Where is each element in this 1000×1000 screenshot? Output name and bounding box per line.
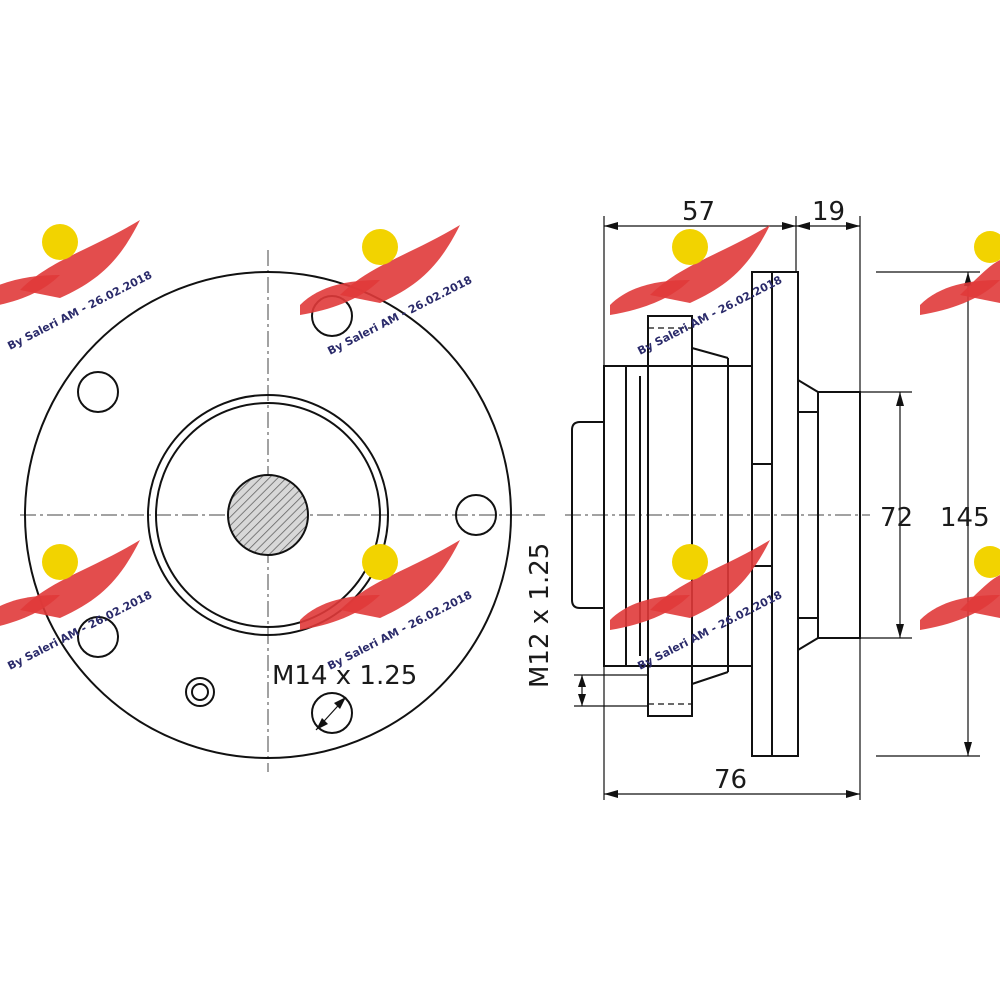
bolt-thread-label: M12 x 1.25: [525, 543, 555, 688]
watermark-4: By Saleri AM - 26.02.2018: [0, 540, 154, 673]
wheel-flange: [751, 271, 799, 757]
dimension-145: 145: [940, 503, 990, 533]
hub-shoulder-inner: [155, 402, 381, 628]
watermark-6: By Saleri AM - 26.02.2018: [610, 540, 784, 673]
watermark-edge-1: [920, 231, 1000, 315]
dimension-19: 19: [812, 197, 845, 227]
dimension-72: 72: [880, 503, 913, 533]
bearing-cap: [571, 421, 604, 609]
badge-logo: [42, 224, 78, 260]
bolt-hole-5: [311, 692, 353, 734]
front-view: M14 x 1.25: [20, 250, 545, 772]
hub-bore-hatched: [227, 474, 309, 556]
hub-pilot: [817, 391, 861, 639]
bearing-mounting-flange: [647, 315, 693, 717]
watermark-5: By Saleri AM - 26.02.2018: [300, 540, 474, 673]
watermark-edge-2: [920, 546, 1000, 630]
watermark-2: By Saleri AM - 26.02.2018: [300, 225, 474, 358]
hub-flange-outline: [24, 271, 512, 759]
dimension-lines: 57 19 72 145 76 M12 x 1.25: [525, 197, 990, 800]
dimension-76: 76: [714, 765, 747, 795]
stud-thread-label: M14 x 1.25: [272, 661, 417, 691]
bolt-hole-3: [455, 494, 497, 536]
dimension-57: 57: [682, 197, 715, 227]
locating-pin-inner: [191, 683, 209, 701]
bolt-hole-4: [77, 616, 119, 658]
watermark-3: By Saleri AM - 26.02.2018: [610, 225, 784, 358]
watermark-1: By Saleri AM - 26.02.2018: [0, 220, 154, 353]
locating-pin-outer: [185, 677, 215, 707]
side-view: [565, 271, 870, 757]
hub-shoulder-outer: [147, 394, 389, 636]
bolt-hole-1: [77, 371, 119, 413]
